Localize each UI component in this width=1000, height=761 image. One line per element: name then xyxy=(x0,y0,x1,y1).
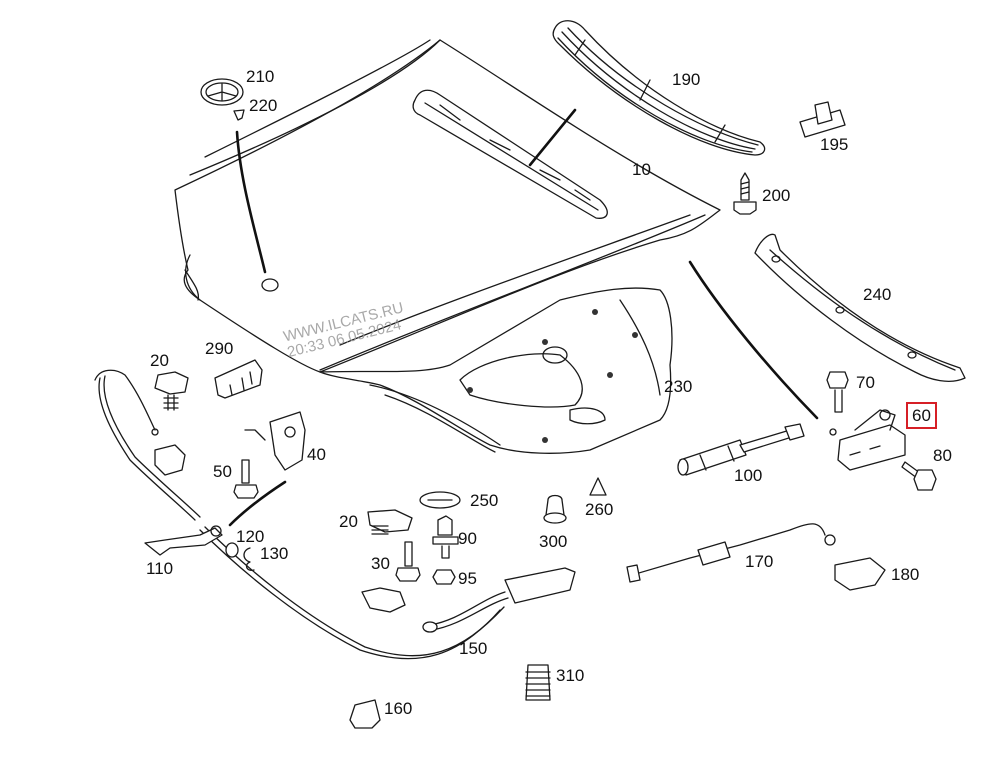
insulation-drawing[interactable] xyxy=(319,287,673,454)
part-label-50[interactable]: 50 xyxy=(213,462,232,481)
part-label-110[interactable]: 110 xyxy=(146,559,174,578)
part-label-195[interactable]: 195 xyxy=(820,135,849,154)
hood-drawing[interactable] xyxy=(174,39,721,373)
part-label-120[interactable]: 120 xyxy=(236,527,265,546)
bolt-50-drawing[interactable] xyxy=(233,459,259,499)
part-label-60-selected[interactable]: 60 xyxy=(906,402,937,429)
bracket-180-drawing[interactable] xyxy=(834,557,886,591)
bolt-30-drawing[interactable] xyxy=(395,541,421,582)
part-label-220[interactable]: 220 xyxy=(249,96,278,115)
part-label-240[interactable]: 240 xyxy=(863,285,892,304)
part-label-100[interactable]: 100 xyxy=(734,466,763,485)
part-label-95[interactable]: 95 xyxy=(458,569,477,588)
rivet-260-drawing[interactable] xyxy=(589,477,607,496)
clip-160-drawing[interactable] xyxy=(349,699,381,729)
arrow-lever xyxy=(228,480,287,527)
lever-110-drawing[interactable] xyxy=(144,525,223,556)
lock-20-mid-drawing[interactable] xyxy=(367,509,413,535)
buffer-300-drawing[interactable] xyxy=(543,494,567,524)
part-label-40[interactable]: 40 xyxy=(307,445,326,464)
part-label-170[interactable]: 170 xyxy=(745,552,774,571)
grille-drawing[interactable] xyxy=(552,20,766,156)
arrow-hood-slot xyxy=(528,108,577,167)
lock-20-upper-drawing[interactable] xyxy=(154,371,189,411)
screw-200-drawing[interactable] xyxy=(733,172,757,215)
part-label-180[interactable]: 180 xyxy=(891,565,920,584)
clip-130-drawing[interactable] xyxy=(243,547,255,571)
catch-40-drawing[interactable] xyxy=(244,411,306,471)
part-label-80[interactable]: 80 xyxy=(933,446,952,465)
nut-95-drawing[interactable] xyxy=(432,569,456,585)
arrow-emblem xyxy=(235,130,267,274)
part-label-200[interactable]: 200 xyxy=(762,186,791,205)
plate-250-drawing[interactable] xyxy=(419,491,461,509)
part-label-210[interactable]: 210 xyxy=(246,67,275,86)
part-label-230[interactable]: 230 xyxy=(664,377,693,396)
part-label-290[interactable]: 290 xyxy=(205,339,234,358)
lock-20-lower-drawing[interactable] xyxy=(154,444,186,476)
part-label-300[interactable]: 300 xyxy=(539,532,568,551)
part-label-130[interactable]: 130 xyxy=(260,544,289,563)
lock-bracket-drawing[interactable] xyxy=(361,587,406,613)
part-label-310[interactable]: 310 xyxy=(556,666,585,685)
handle-150-drawing[interactable] xyxy=(422,567,576,633)
part-label-160[interactable]: 160 xyxy=(384,699,413,718)
part-label-190[interactable]: 190 xyxy=(672,70,701,89)
gas-strut-drawing[interactable] xyxy=(677,423,805,476)
cable-170-drawing[interactable] xyxy=(626,523,836,583)
part-label-20-upper[interactable]: 20 xyxy=(150,351,169,370)
part-label-10[interactable]: 10 xyxy=(632,160,651,179)
holder-290-drawing[interactable] xyxy=(214,359,263,399)
buffer-310-drawing[interactable] xyxy=(525,664,551,701)
buffer-90-drawing[interactable] xyxy=(432,515,459,559)
part-label-250[interactable]: 250 xyxy=(470,491,499,510)
emblem-drawing[interactable] xyxy=(200,78,245,121)
release-cable-drawing[interactable] xyxy=(94,369,505,660)
bushing-120-drawing[interactable] xyxy=(225,542,239,558)
clip-195-drawing[interactable] xyxy=(799,101,846,138)
part-label-30[interactable]: 30 xyxy=(371,554,390,573)
part-label-70[interactable]: 70 xyxy=(856,373,875,392)
part-label-260[interactable]: 260 xyxy=(585,500,614,519)
part-label-90[interactable]: 90 xyxy=(458,529,477,548)
part-label-20-mid[interactable]: 20 xyxy=(339,512,358,531)
grommet-drawing xyxy=(261,278,279,292)
bolt-80-drawing[interactable] xyxy=(901,461,937,491)
hinge-drawing[interactable] xyxy=(829,409,906,471)
seal-strip-drawing[interactable] xyxy=(754,233,966,382)
bolt-70-drawing[interactable] xyxy=(826,371,849,413)
part-label-150[interactable]: 150 xyxy=(459,639,488,658)
arrow-hinge xyxy=(688,260,819,420)
